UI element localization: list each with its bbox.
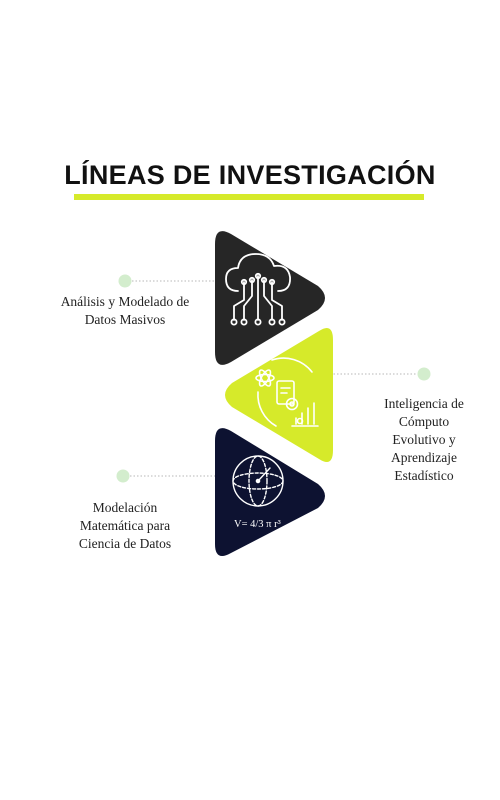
page-title: LÍNEAS DE INVESTIGACIÓN (64, 160, 436, 190)
triangle-block-2 (225, 328, 333, 462)
triangle-block-1 (215, 231, 325, 365)
connector-dot-1 (118, 274, 132, 288)
connector-dot-3 (116, 469, 130, 483)
cloud-network-icon (225, 253, 291, 326)
triangle-block-3 (215, 428, 325, 556)
item-label-2: Inteligencia de Cómputo Evolutivo y Apre… (384, 396, 464, 483)
title-underline (74, 194, 424, 200)
sphere-formula-icon (232, 455, 284, 507)
item-label-3: Modelación Matemática para Ciencia de Da… (78, 500, 172, 551)
formula-text: V= 4/3 π r³ (234, 519, 281, 530)
item-label-1: Análisis y Modelado de Datos Masivos (60, 294, 190, 327)
science-analytics-icon (255, 357, 319, 427)
connector-dot-2 (417, 367, 431, 381)
